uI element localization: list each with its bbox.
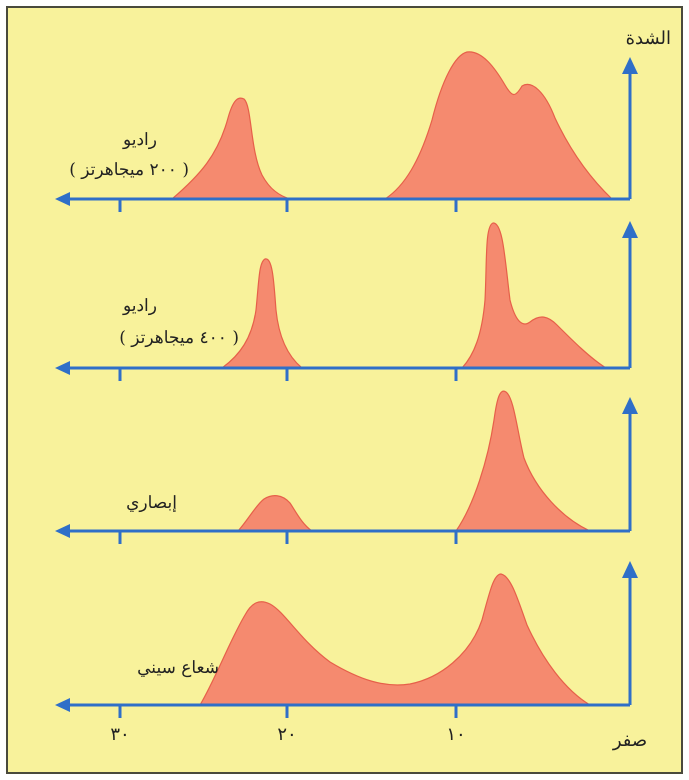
- axis-system: [55, 561, 638, 718]
- panel-radio-400: [55, 221, 638, 381]
- peak-shape: [236, 495, 314, 532]
- panel-label-xray: شعاع سيني: [137, 658, 219, 678]
- panel-label-optical: إبصاري: [126, 493, 177, 513]
- panel-radio-200: [55, 51, 638, 212]
- panel-label-radio-400-line2: ( ٤٠٠ ميجاهرتز ): [119, 328, 239, 348]
- panel-label-radio-200-line1: راديو: [122, 130, 157, 150]
- x-tick-label-20: ٢٠: [277, 724, 297, 745]
- x-tick-label-30: ٣٠: [110, 724, 130, 745]
- peak-shape: [454, 390, 591, 532]
- x-tick-label-10: ١٠: [446, 724, 466, 745]
- panel-xray: [55, 561, 638, 718]
- panel-label-radio-200-line2: ( ٢٠٠ ميجاهرتز ): [69, 160, 189, 180]
- peak-shape: [220, 258, 304, 369]
- axis-system: [55, 397, 638, 544]
- peak-shape: [198, 573, 593, 706]
- panel-label-radio-400-line1: راديو: [122, 296, 157, 316]
- peak-shape: [170, 97, 291, 200]
- axis-system: [55, 221, 638, 381]
- panel-optical: [55, 390, 638, 544]
- peak-shape: [382, 51, 614, 200]
- axis-system: [55, 57, 638, 212]
- diagram-frame: [6, 6, 683, 774]
- peak-shape: [460, 222, 609, 369]
- x-origin-label: صفر: [612, 730, 648, 751]
- y-axis-label: الشدة: [625, 28, 671, 49]
